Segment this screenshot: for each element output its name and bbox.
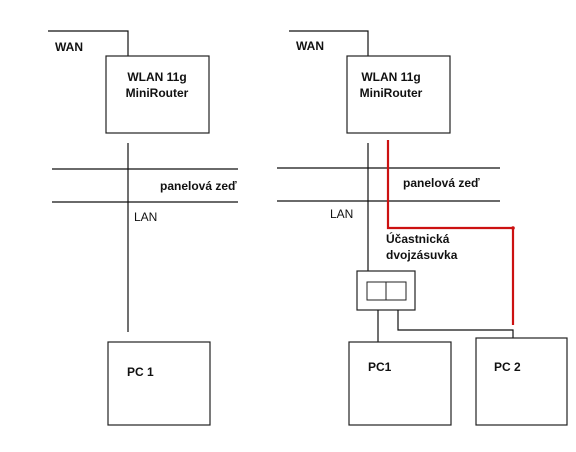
right-pc2-box [475, 337, 568, 426]
right-socket-port-1 [366, 281, 388, 301]
left-router-label-line1: WLAN 11g [127, 70, 186, 84]
left-wall-label: panelová zeď [160, 179, 237, 193]
left-wan-label: WAN [55, 40, 83, 54]
left-pc-label: PC 1 [127, 365, 154, 379]
right-pc1-box [348, 341, 452, 426]
right-pc1-label: PC1 [368, 360, 392, 374]
right-router-label-line2: MiniRouter [360, 86, 423, 100]
right-router-box [346, 55, 451, 134]
right-socket-label-line2: dvojzásuvka [386, 248, 458, 262]
left-wan-cable [48, 30, 129, 56]
right-wan-label: WAN [296, 39, 324, 53]
right-router-label-line1: WLAN 11g [361, 70, 420, 84]
right-socket-to-pc2-cable [397, 310, 514, 338]
right-socket-port-2 [385, 281, 407, 301]
right-wan-cable [289, 30, 369, 56]
right-red-cable [386, 140, 515, 325]
left-router-label-line2: MiniRouter [126, 86, 189, 100]
right-socket-label-line1: Účastnická [386, 231, 450, 246]
left-lan-label: LAN [134, 210, 157, 224]
left-router-box [105, 55, 210, 134]
right-wall-label: panelová zeď [403, 176, 480, 190]
left-diagram: WAN WLAN 11g MiniRouter panelová zeď LAN… [48, 30, 238, 426]
right-diagram: WAN WLAN 11g MiniRouter panelová zeď LAN… [277, 30, 568, 426]
right-lan-label: LAN [330, 207, 353, 221]
right-red-cable-joint [511, 226, 515, 230]
left-pc-box [107, 341, 211, 426]
right-pc2-label: PC 2 [494, 360, 521, 374]
